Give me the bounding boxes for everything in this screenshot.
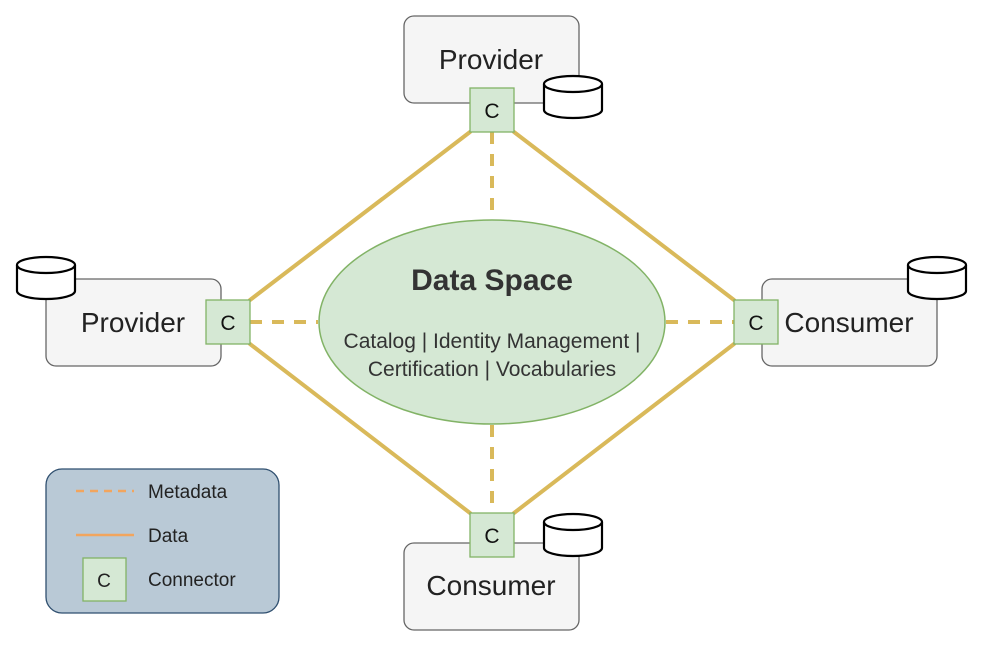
data-lines <box>248 130 736 515</box>
legend-data-label: Data <box>148 526 189 547</box>
hub-services-line-2: Certification | Vocabularies <box>368 358 616 381</box>
consumer-right-label: Consumer <box>784 307 913 338</box>
legend-connector-symbol: C <box>97 571 111 592</box>
legend-metadata-label: Metadata <box>148 482 228 503</box>
connector-bottom-label: C <box>484 525 499 548</box>
legend-connector-label: Connector <box>148 570 236 591</box>
database-icon-left <box>15 255 77 301</box>
connector-bottom[interactable] <box>469 512 515 558</box>
connector-top[interactable] <box>469 87 515 133</box>
provider-top-label: Provider <box>439 44 543 75</box>
data-line-left-bottom <box>248 342 472 515</box>
metadata-lines <box>250 132 734 513</box>
connector-right[interactable] <box>733 299 779 345</box>
database-icon-bottom <box>542 512 604 558</box>
legend-connector-swatch <box>82 557 127 602</box>
connector-left[interactable] <box>205 299 251 345</box>
data-line-top-left <box>248 130 472 302</box>
database-icon-right <box>906 255 968 301</box>
data-space-hub[interactable] <box>318 219 666 425</box>
connector-left-label: C <box>220 312 235 335</box>
hub-title: Data Space <box>411 264 573 297</box>
provider-left-label: Provider <box>81 307 185 338</box>
data-line-right-bottom <box>512 342 736 515</box>
connector-right-label: C <box>748 312 763 335</box>
legend: Metadata Data C Connector <box>45 468 280 614</box>
consumer-bottom-label: Consumer <box>426 570 555 601</box>
database-icon-top <box>542 74 604 120</box>
data-line-top-right <box>512 130 736 302</box>
hub-services-line-1: Catalog | Identity Management | <box>344 330 641 353</box>
connector-top-label: C <box>484 100 499 123</box>
